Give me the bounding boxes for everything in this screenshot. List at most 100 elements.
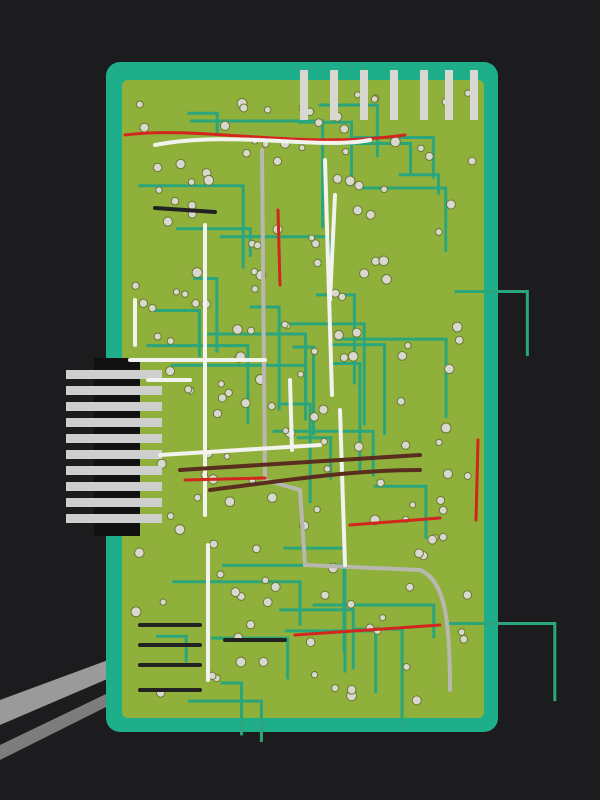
connector-pin <box>360 70 368 120</box>
header-pin <box>66 514 162 523</box>
solder-pad <box>131 281 140 290</box>
wires <box>123 131 480 692</box>
solder-pad <box>337 292 347 302</box>
trace <box>187 111 219 136</box>
solder-pad <box>187 178 196 186</box>
solder-pad <box>311 239 321 249</box>
solder-pad <box>314 118 324 128</box>
solder-pad <box>353 91 362 99</box>
solder-pad <box>172 288 181 296</box>
trace <box>279 608 355 670</box>
solder-pad <box>351 327 362 338</box>
metal-wire <box>260 148 452 692</box>
solder-pad <box>148 303 157 313</box>
white-wire <box>328 193 337 302</box>
white-wire <box>153 137 372 147</box>
solder-pad <box>333 329 344 341</box>
white-wire <box>338 408 347 567</box>
solder-pad <box>242 148 251 158</box>
solder-pad <box>339 353 349 362</box>
solder-pad <box>258 656 269 667</box>
solder-pad <box>166 512 175 520</box>
solder-pad <box>346 599 356 609</box>
solder-pad <box>404 341 412 350</box>
solder-pad <box>436 495 446 505</box>
solder-pad <box>235 656 247 668</box>
solder-pad <box>330 684 340 693</box>
solder-pad <box>352 205 363 216</box>
solder-pad <box>209 539 219 549</box>
solder-pad <box>318 404 329 415</box>
solder-pad <box>139 122 150 133</box>
white-wire <box>288 378 294 452</box>
solder-pad <box>252 544 261 554</box>
header-pin <box>66 402 162 411</box>
solder-pad <box>267 402 276 411</box>
solder-pad <box>344 175 356 187</box>
solder-pad <box>170 196 180 206</box>
solder-pad <box>309 412 319 422</box>
solder-pad <box>239 103 249 113</box>
trace <box>151 309 201 358</box>
solder-pad <box>130 606 142 618</box>
solder-pad <box>270 581 281 593</box>
trace <box>335 337 448 418</box>
solder-pad <box>427 534 438 545</box>
solder-pad <box>250 267 259 276</box>
header-pin <box>66 370 162 379</box>
solder-pad <box>193 493 202 502</box>
red-wire <box>293 623 442 637</box>
solder-pad <box>320 590 330 600</box>
solder-pad <box>272 156 283 166</box>
solder-pad <box>134 547 145 559</box>
solder-pad <box>212 408 223 419</box>
solder-pad <box>467 156 477 166</box>
solder-pad <box>376 478 385 488</box>
solder-pad <box>400 440 411 450</box>
solder-pad <box>224 388 233 398</box>
solder-pad <box>230 587 241 598</box>
solder-pad <box>313 505 321 514</box>
solder-pad <box>219 120 231 131</box>
trace <box>138 184 245 269</box>
solder-pad <box>191 299 200 308</box>
solder-pad <box>181 290 189 298</box>
solder-pad <box>451 321 463 333</box>
red-wire <box>348 516 442 527</box>
solder-pad <box>165 366 176 377</box>
solder-pad <box>310 347 319 356</box>
solder-pad <box>380 185 388 194</box>
connector-pin <box>390 70 398 120</box>
red-wire <box>474 438 480 522</box>
solder-pad <box>135 100 144 109</box>
connector-pin <box>300 70 308 120</box>
red-wire <box>276 208 282 287</box>
trace <box>249 305 281 411</box>
solder-pad <box>187 200 197 210</box>
solder-pad <box>282 427 290 435</box>
red-wire <box>183 476 267 482</box>
solder-pad <box>435 438 443 447</box>
solder-pad <box>217 393 227 403</box>
solder-pad <box>263 106 272 114</box>
solder-pad <box>240 398 251 409</box>
solder-pad <box>261 576 270 585</box>
solder-pad <box>462 590 473 600</box>
solder-pad <box>305 637 316 648</box>
connector-pin <box>470 70 478 120</box>
header-pin <box>66 418 162 427</box>
solder-pad <box>346 684 357 695</box>
solder-pad <box>354 180 364 191</box>
solder-pad <box>417 144 425 153</box>
trace <box>272 429 375 477</box>
header-pin <box>66 482 162 491</box>
solder-pad <box>166 337 175 345</box>
solder-pad <box>251 285 259 293</box>
solder-pad <box>253 241 262 250</box>
tweezers <box>0 650 140 760</box>
solder-pad <box>411 695 422 706</box>
header-pin <box>66 450 162 459</box>
trace <box>146 344 250 424</box>
solder-pad <box>216 570 225 579</box>
solder-pad <box>445 199 456 210</box>
